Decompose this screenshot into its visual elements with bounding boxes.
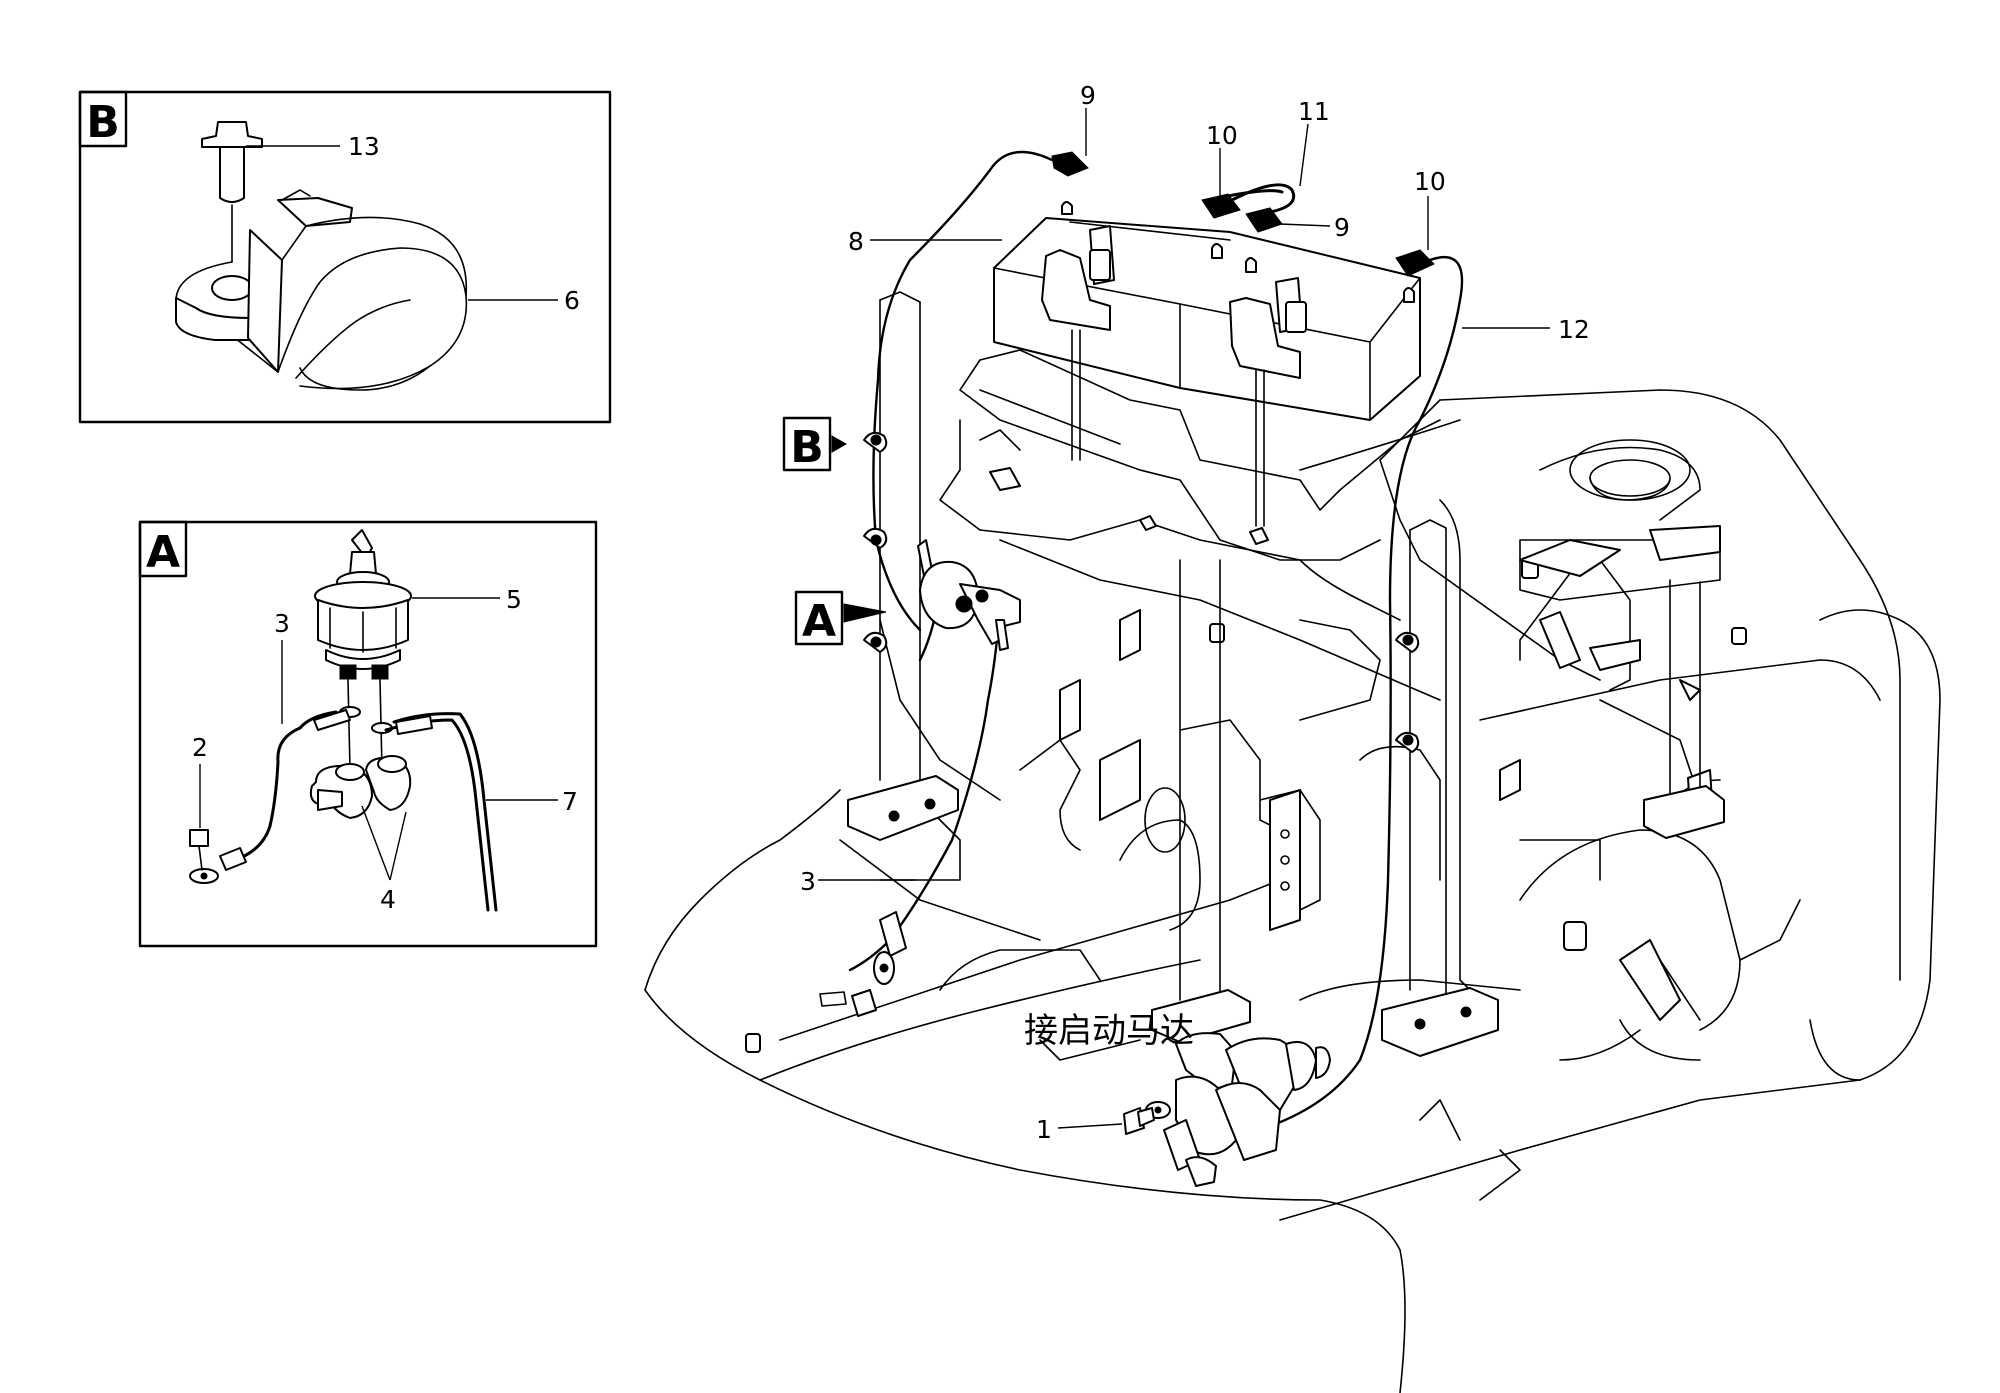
- callout-13-label: 13: [348, 132, 380, 161]
- callout-3-main-label: 3: [800, 867, 816, 896]
- frame-brackets: [745, 525, 1747, 1053]
- callout-9-right: 9: [1279, 213, 1350, 242]
- callout-10-left-label: 10: [1206, 121, 1238, 150]
- battery-mounting-plate: [959, 349, 1441, 561]
- battery-clamp-icon: [175, 189, 468, 391]
- battery-pack-icon: [993, 201, 1461, 527]
- callout-9-right-label: 9: [1334, 213, 1350, 242]
- ground-terminal-icon: [819, 911, 907, 1017]
- callout-6: 6: [468, 286, 580, 315]
- cable-clips: [863, 431, 1420, 753]
- view-marker-a-label: A: [802, 596, 836, 647]
- detail-view-a-tag: A: [146, 527, 180, 578]
- callout-7: 7: [486, 787, 578, 816]
- detail-view-b-tag-box: [78, 90, 128, 148]
- flange-bolt-icon: [201, 121, 263, 263]
- callout-4: 4: [361, 805, 407, 914]
- callout-12-label: 12: [1558, 315, 1590, 344]
- detail-view-b-tag: B: [86, 97, 120, 148]
- detail-view-a: A: [138, 520, 598, 948]
- callout-5: 5: [412, 585, 522, 614]
- callout-2: 2: [192, 733, 208, 828]
- callout-2-label: 2: [192, 733, 208, 762]
- view-marker-b: B: [782, 416, 848, 473]
- detail-view-b: B 13 6: [78, 90, 612, 424]
- starter-connection-note: 接启动马达: [1024, 1011, 1194, 1051]
- callout-10-far: 10: [1414, 167, 1446, 250]
- detail-view-a-frame: [138, 520, 598, 948]
- callout-13: 13: [246, 132, 380, 161]
- view-marker-a: A: [794, 590, 887, 647]
- view-marker-b-label: B: [790, 422, 824, 473]
- ground-cable-icon: [189, 709, 351, 884]
- callout-11: 11: [1298, 97, 1330, 187]
- callout-10-far-label: 10: [1414, 167, 1446, 196]
- callout-10-left: 10: [1206, 121, 1238, 196]
- callout-8: 8: [848, 227, 1002, 256]
- callout-7-label: 7: [562, 787, 578, 816]
- battery-disconnect-switch-icon: [314, 529, 412, 771]
- callout-11-label: 11: [1298, 97, 1330, 126]
- callout-9-top-label: 9: [1080, 81, 1096, 110]
- callout-3-detail: 3: [274, 609, 290, 724]
- main-disconnect-switch-icon: [917, 539, 1021, 651]
- main-assembly-view: 9 10 11 9 10 8 12 3: [644, 81, 1941, 1393]
- detail-view-a-tag-box: [138, 520, 188, 578]
- callout-3-detail-label: 3: [274, 609, 290, 638]
- callout-9-top: 9: [1080, 81, 1096, 156]
- callout-4-label: 4: [380, 885, 396, 914]
- detail-view-b-frame: [78, 90, 612, 424]
- positive-cable-icon: [384, 712, 498, 912]
- starter-motor-icon: [1145, 1032, 1331, 1187]
- callout-8-label: 8: [848, 227, 864, 256]
- callout-1-label: 1: [1036, 1115, 1052, 1144]
- callout-3-main: 3: [800, 867, 916, 896]
- callout-1: 1: [1036, 1115, 1123, 1144]
- terminal-caps: [1051, 151, 1435, 277]
- support-posts: [847, 291, 1725, 1057]
- starter-bolt-icon: [1123, 1107, 1155, 1135]
- callout-6-label: 6: [564, 286, 580, 315]
- callout-5-label: 5: [506, 585, 522, 614]
- callout-12: 12: [1462, 315, 1590, 344]
